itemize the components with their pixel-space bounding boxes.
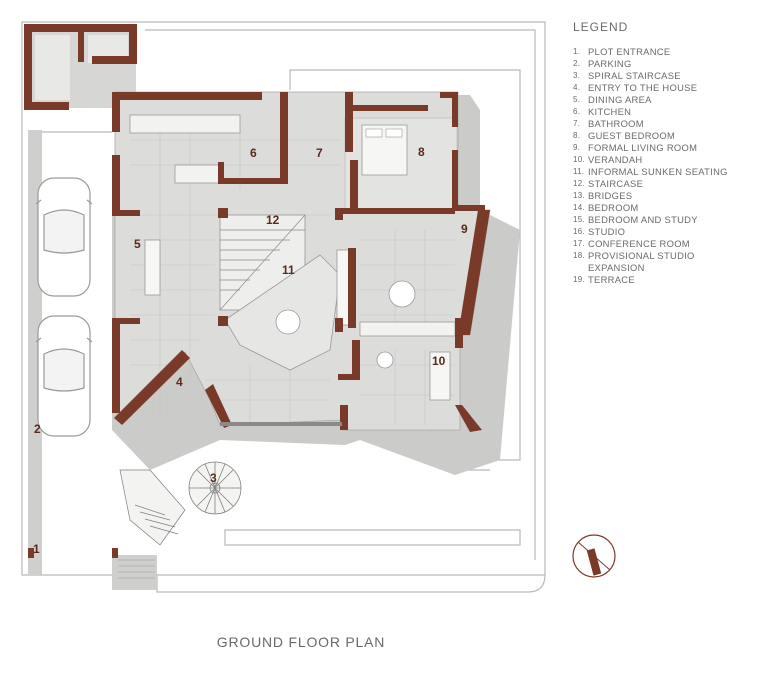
label-staircase: 12 bbox=[266, 213, 280, 227]
legend-item: 7. BATHROOM bbox=[573, 118, 753, 130]
legend-item-label: PARKING bbox=[588, 58, 632, 69]
legend-item-number: 1. bbox=[573, 47, 581, 56]
sunken-seating bbox=[224, 254, 341, 371]
legend: LEGEND 1. PLOT ENTRANCE 2. PARKING 3. SPIRAL … bbox=[573, 20, 753, 286]
legend-item-label: TERRACE bbox=[588, 274, 635, 285]
legend-item-label: STAIRCASE bbox=[588, 178, 644, 189]
legend-item: 1. PLOT ENTRANCE bbox=[573, 46, 753, 58]
external-stair bbox=[119, 469, 186, 546]
legend-item: 8. GUEST BEDROOM bbox=[573, 130, 753, 142]
legend-item: 11.INFORMAL SUNKEN SEATING bbox=[573, 166, 753, 178]
label-bathroom: 7 bbox=[316, 146, 323, 160]
label-kitchen: 6 bbox=[250, 146, 257, 160]
car-icon bbox=[35, 315, 93, 437]
legend-item-number: 9. bbox=[573, 143, 581, 152]
pillow bbox=[365, 128, 383, 138]
legend-item-number: 14. bbox=[573, 203, 586, 212]
spiral-staircase bbox=[188, 461, 242, 515]
legend-item: 2. PARKING bbox=[573, 58, 753, 70]
legend-item: 4. ENTRY TO THE HOUSE bbox=[573, 82, 753, 94]
legend-item-number: 10. bbox=[573, 155, 586, 164]
legend-item-label: BEDROOM AND STUDY bbox=[588, 214, 698, 225]
legend-item-label: PLOT ENTRANCE bbox=[588, 46, 671, 57]
car-icon bbox=[35, 177, 93, 297]
plot-entrance-shadow bbox=[112, 555, 157, 590]
label-parking: 2 bbox=[34, 422, 41, 436]
legend-item-number: 19. bbox=[573, 275, 586, 284]
legend-item-label: BRIDGES bbox=[588, 190, 633, 201]
label-plot-entrance: 1 bbox=[33, 542, 40, 556]
legend-item: 5. DINING AREA bbox=[573, 94, 753, 106]
label-entry: 4 bbox=[176, 375, 183, 389]
legend-item-number: 4. bbox=[573, 83, 581, 92]
plan-caption: GROUND FLOOR PLAN bbox=[216, 634, 386, 650]
living-coffee-table bbox=[388, 280, 416, 308]
legend-item-number: 2. bbox=[573, 59, 581, 68]
legend-item-number: 17. bbox=[573, 239, 586, 248]
verandah-table bbox=[376, 351, 394, 369]
legend-item: 18.PROVISIONAL STUDIO EXPANSION bbox=[573, 250, 753, 274]
kitchen-counter bbox=[129, 114, 241, 134]
label-formal-living: 9 bbox=[461, 222, 468, 236]
legend-item-label: PROVISIONAL STUDIO EXPANSION bbox=[588, 250, 695, 273]
legend-item-number: 13. bbox=[573, 191, 586, 200]
legend-item: 15.BEDROOM AND STUDY bbox=[573, 214, 753, 226]
legend-item: 17.CONFERENCE ROOM bbox=[573, 238, 753, 250]
north-arrow-icon bbox=[572, 534, 616, 578]
legend-item-label: KITCHEN bbox=[588, 106, 632, 117]
label-guest-bedroom: 8 bbox=[418, 145, 425, 159]
legend-item-label: ENTRY TO THE HOUSE bbox=[588, 82, 698, 93]
legend-item-label: INFORMAL SUNKEN SEATING bbox=[588, 166, 728, 177]
legend-item-label: SPIRAL STAIRCASE bbox=[588, 70, 681, 81]
legend-item-label: GUEST BEDROOM bbox=[588, 130, 676, 141]
legend-item-label: VERANDAH bbox=[588, 154, 643, 165]
legend-item-number: 18. bbox=[573, 251, 586, 260]
legend-item-number: 15. bbox=[573, 215, 586, 224]
verandah-daybed bbox=[429, 351, 451, 401]
label-spiral-staircase: 3 bbox=[210, 471, 217, 485]
living-console bbox=[359, 321, 456, 337]
legend-item: 13.BRIDGES bbox=[573, 190, 753, 202]
legend-item-number: 3. bbox=[573, 71, 581, 80]
legend-item-label: BATHROOM bbox=[588, 118, 644, 129]
legend-item-number: 5. bbox=[573, 95, 581, 104]
legend-item: 19.TERRACE bbox=[573, 274, 753, 286]
label-dining: 5 bbox=[134, 237, 141, 251]
legend-item: 9. FORMAL LIVING ROOM bbox=[573, 142, 753, 154]
legend-item-label: STUDIO bbox=[588, 226, 626, 237]
legend-item-number: 12. bbox=[573, 179, 586, 188]
walls bbox=[24, 24, 490, 558]
legend-item: 10.VERANDAH bbox=[573, 154, 753, 166]
label-sunken-seating: 11 bbox=[282, 263, 295, 277]
dining-table bbox=[144, 239, 161, 296]
legend-item: 16.STUDIO bbox=[573, 226, 753, 238]
legend-item-label: CONFERENCE ROOM bbox=[588, 238, 690, 249]
legend-item-number: 11. bbox=[573, 167, 585, 176]
label-verandah: 10 bbox=[432, 354, 446, 368]
pillow bbox=[385, 128, 403, 138]
legend-item-label: FORMAL LIVING ROOM bbox=[588, 142, 698, 153]
kitchen-island bbox=[174, 164, 221, 184]
legend-item-number: 7. bbox=[573, 119, 581, 128]
entrance-steps bbox=[118, 559, 155, 579]
legend-list: 1. PLOT ENTRANCE 2. PARKING 3. SPIRAL STAIRCA… bbox=[573, 46, 753, 286]
legend-item-number: 6. bbox=[573, 107, 581, 116]
legend-item: 6. KITCHEN bbox=[573, 106, 753, 118]
legend-item: 14.BEDROOM bbox=[573, 202, 753, 214]
legend-item-label: DINING AREA bbox=[588, 94, 652, 105]
legend-item-label: BEDROOM bbox=[588, 202, 639, 213]
legend-item: 3. SPIRAL STAIRCASE bbox=[573, 70, 753, 82]
legend-title: LEGEND bbox=[573, 20, 629, 34]
legend-item-number: 8. bbox=[573, 131, 581, 140]
legend-item: 12.STAIRCASE bbox=[573, 178, 753, 190]
legend-item-number: 16. bbox=[573, 227, 586, 236]
